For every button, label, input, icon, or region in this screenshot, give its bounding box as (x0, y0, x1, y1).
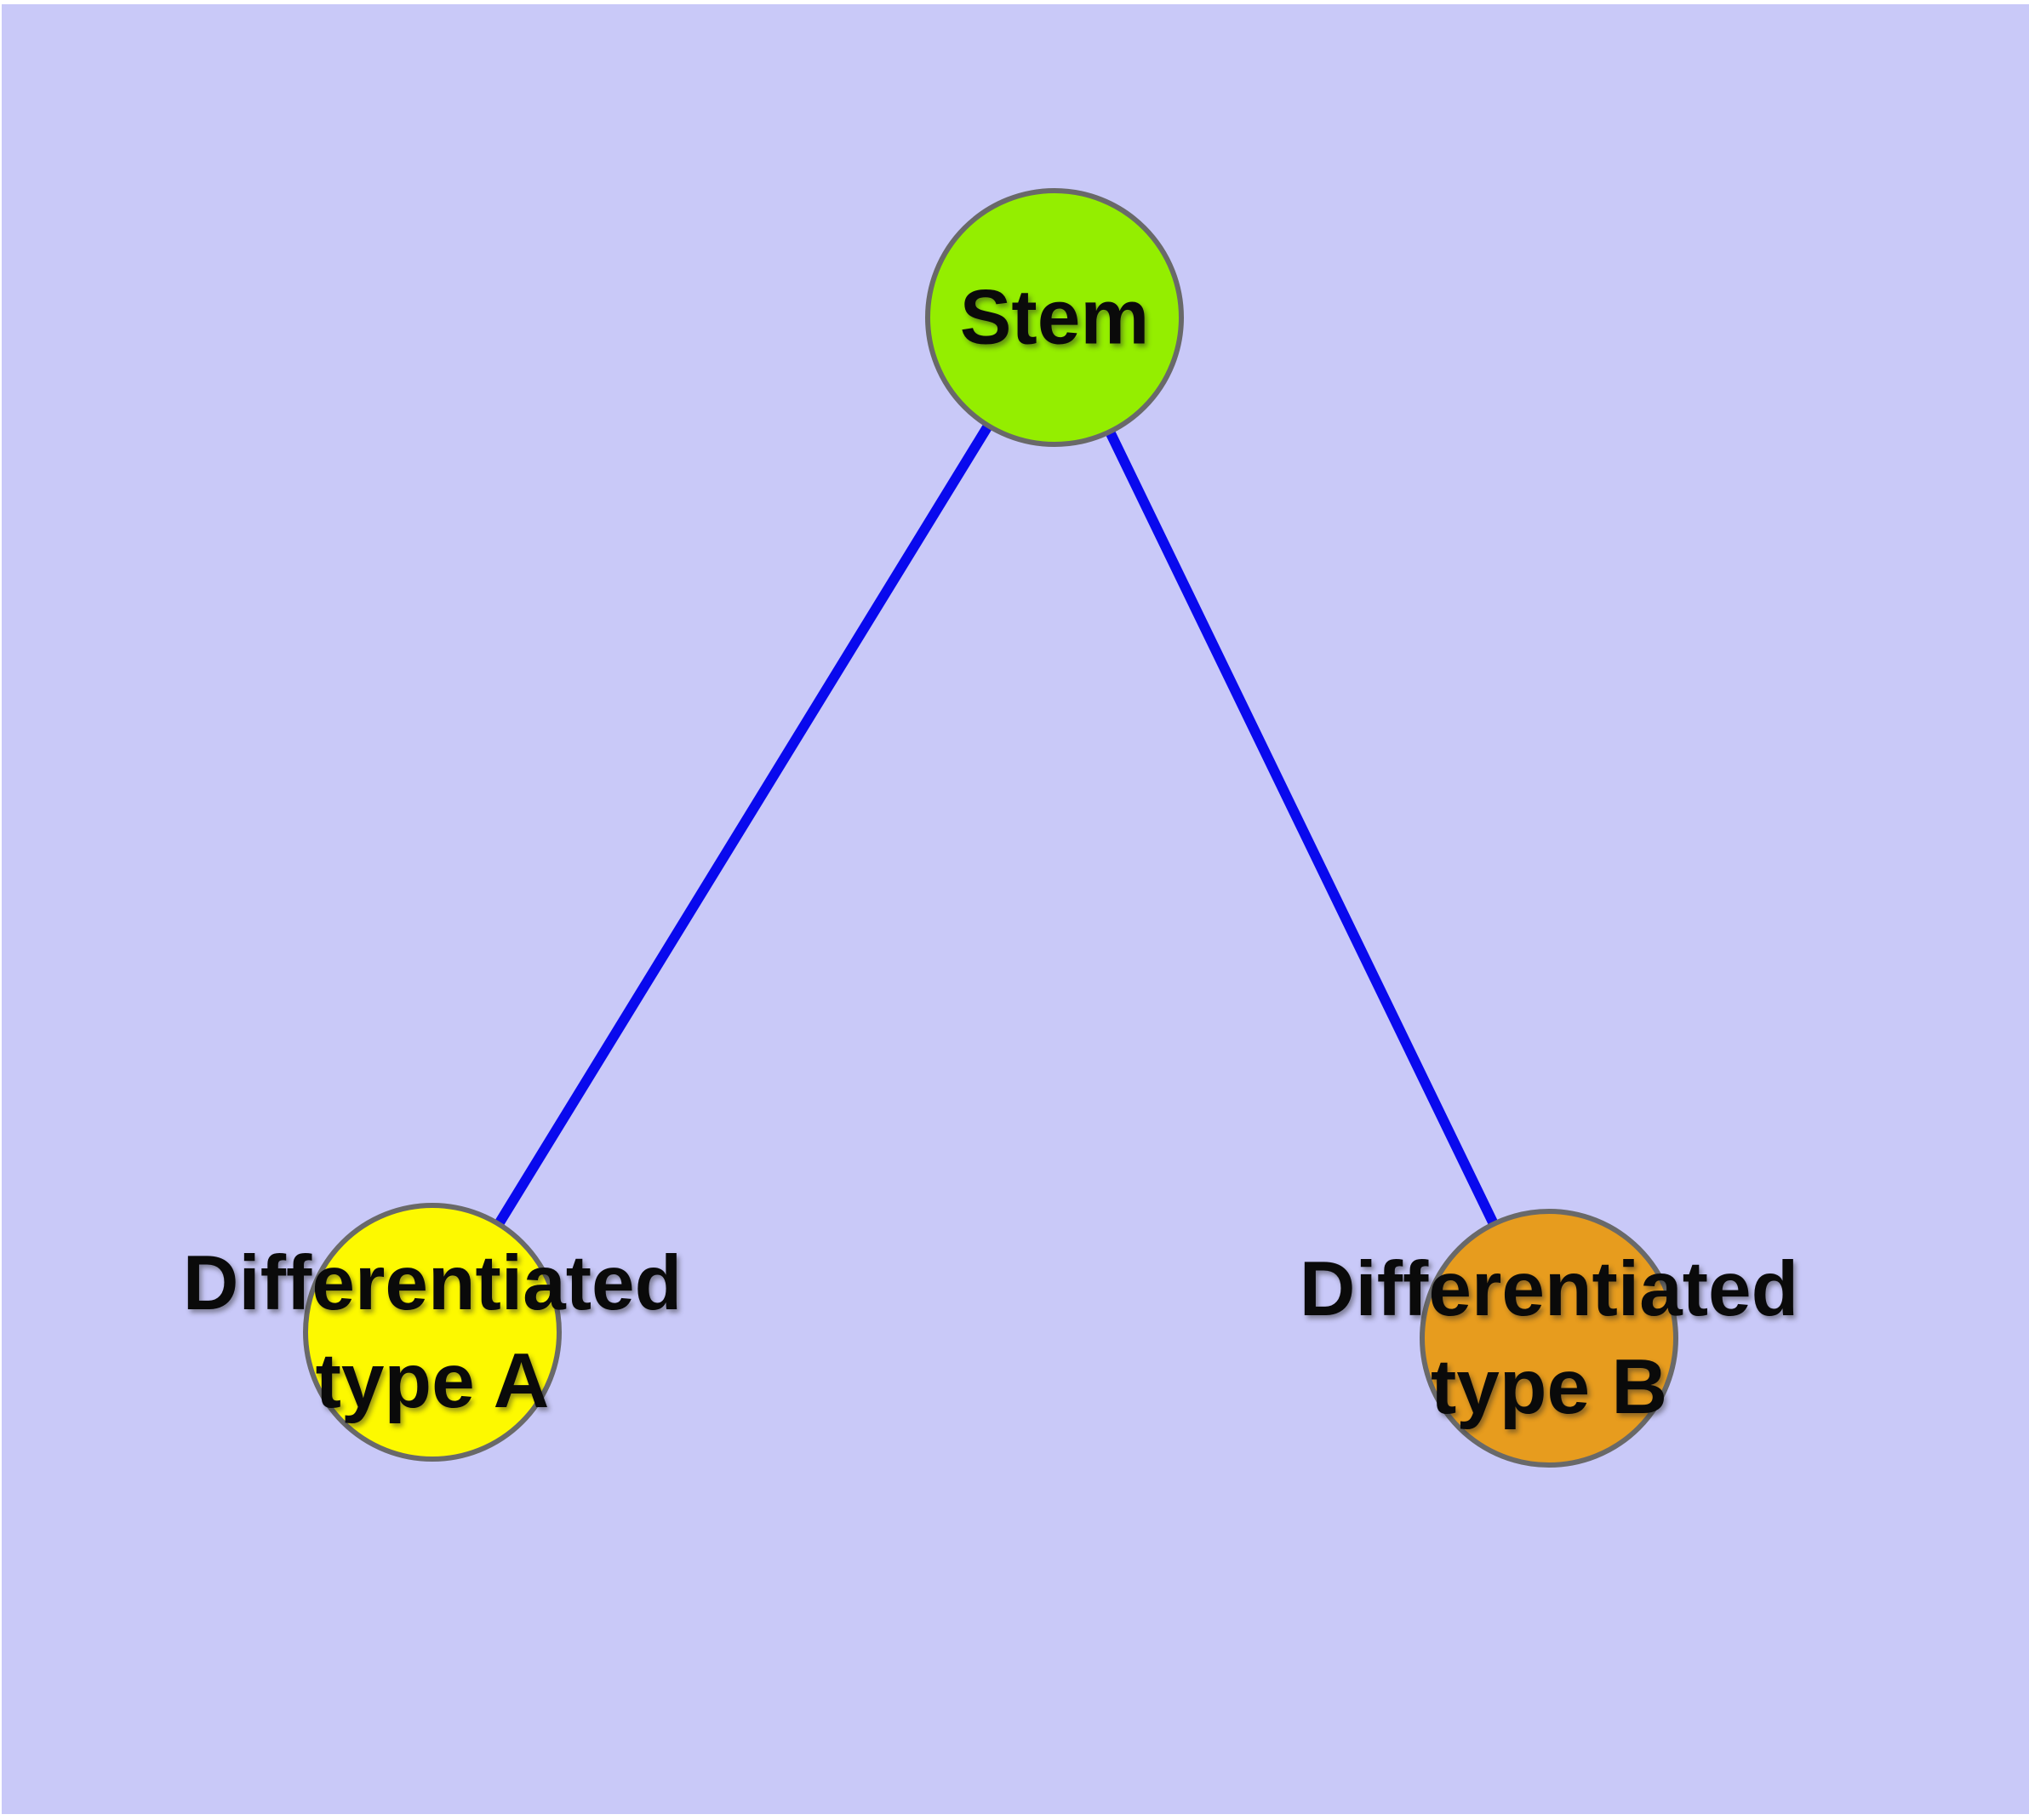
label-line: type B (1430, 1344, 1668, 1430)
node-differentiated-type-b-label: Differentiated type B (1300, 1240, 1799, 1436)
label-line: Stem (959, 274, 1150, 361)
node-differentiated-type-a (303, 1203, 562, 1462)
label-line: type A (315, 1338, 550, 1424)
node-differentiated-type-a-label: Differentiated type A (183, 1234, 683, 1430)
node-stem (925, 188, 1184, 447)
label-line: Differentiated (182, 1240, 683, 1326)
node-differentiated-type-b (1420, 1209, 1678, 1468)
edge-stem-to-type-b (1049, 315, 1554, 1341)
edge-stem-to-type-a (427, 314, 1060, 1336)
node-stem-label: Stem (960, 269, 1150, 367)
label-line: Differentiated (1299, 1246, 1799, 1332)
